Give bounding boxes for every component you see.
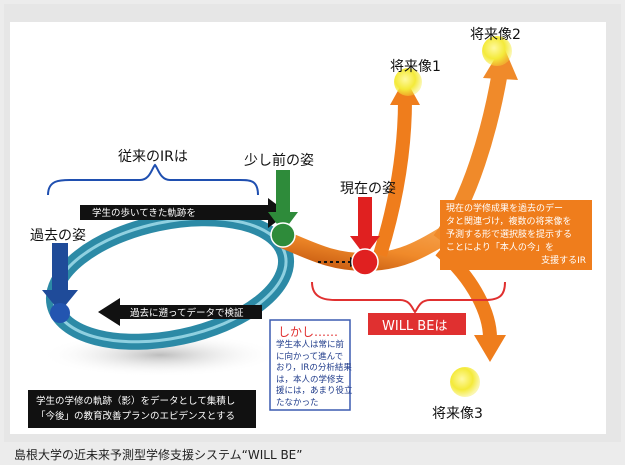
will-be-line-5: 支援するIR [541, 256, 586, 266]
verify-arrow-text: 過去に遡ってデータで検証 [130, 308, 244, 319]
figure-caption: 島根大学の近未来予測型学修支援システム“WILL BE” [14, 448, 303, 462]
shadow-line-2: 「今後」の教育改善プランのエビデンスとする [36, 411, 236, 422]
trajectory-ring [45, 210, 295, 350]
however-title: しかし…… [278, 325, 339, 339]
verify-arrow [98, 298, 262, 326]
recent-past-dot [270, 222, 296, 248]
recent-past-label: 少し前の姿 [244, 153, 314, 169]
will-be-line-1: 現在の学修成果を過去のデー [446, 204, 564, 214]
future2-label: 将来像2 [470, 27, 521, 43]
will-be-line-3: 予測する形で選択肢を提示する [446, 230, 573, 240]
conventional-ir-label: 従来のIRは [118, 149, 188, 165]
however-line-2: に向かって進んで [276, 351, 344, 362]
however-box [269, 319, 351, 411]
past-dot [50, 303, 70, 323]
past-marker [42, 243, 78, 312]
will-be-description: 現在の学修成果を過去のデー タと関連づけ，複数の将来像を 予測する形で選択肢を提… [446, 203, 590, 268]
shadow-note-text: 学生の学修の軌跡（影）をデータとして集積し 「今後」の教育改善プランのエビデンス… [36, 394, 235, 424]
will-be-line-4: ことにより「本人の今」を [446, 243, 554, 253]
future2-sun [482, 36, 512, 66]
will-be-label-box [368, 313, 466, 335]
will-be-line-2: タと関連づけ，複数の将来像を [446, 217, 572, 227]
future1-label: 将来像1 [390, 59, 441, 75]
past-label: 過去の姿 [30, 228, 86, 244]
however-line-1: 学生本人は常に前 [276, 340, 345, 350]
however-line-6: たなかった [276, 397, 319, 408]
recent-past-marker [268, 170, 298, 232]
will-be-description-box [440, 200, 592, 270]
arrowhead-future3 [474, 335, 506, 362]
present-label: 現在の姿 [340, 181, 396, 197]
present-marker [350, 197, 380, 256]
branch-future1 [373, 99, 412, 258]
future3-label: 将来像3 [432, 406, 483, 422]
future1-sun [394, 68, 422, 96]
present-dot [351, 248, 379, 276]
future3-sun [450, 367, 480, 397]
conventional-ir-bracket [47, 163, 259, 196]
shadow-note-box [28, 390, 256, 428]
however-line-4: は，本人の学修支 [276, 374, 345, 385]
shadow-line-1: 学生の学修の軌跡（影）をデータとして集積し [36, 396, 236, 407]
however-line-3: おり，IRの分析結果 [276, 363, 352, 373]
however-text: 学生本人は常に前 に向かって進んで おり，IRの分析結果 は，本人の学修支 援に… [276, 340, 353, 409]
however-line-5: 援には，あまり役立 [276, 386, 353, 396]
trajectory-arrow [80, 198, 288, 228]
will-be-label: WILL BEは [382, 319, 448, 334]
will-be-bracket [311, 281, 506, 314]
trajectory-arrow-text: 学生の歩いてきた軌跡を [92, 208, 196, 219]
